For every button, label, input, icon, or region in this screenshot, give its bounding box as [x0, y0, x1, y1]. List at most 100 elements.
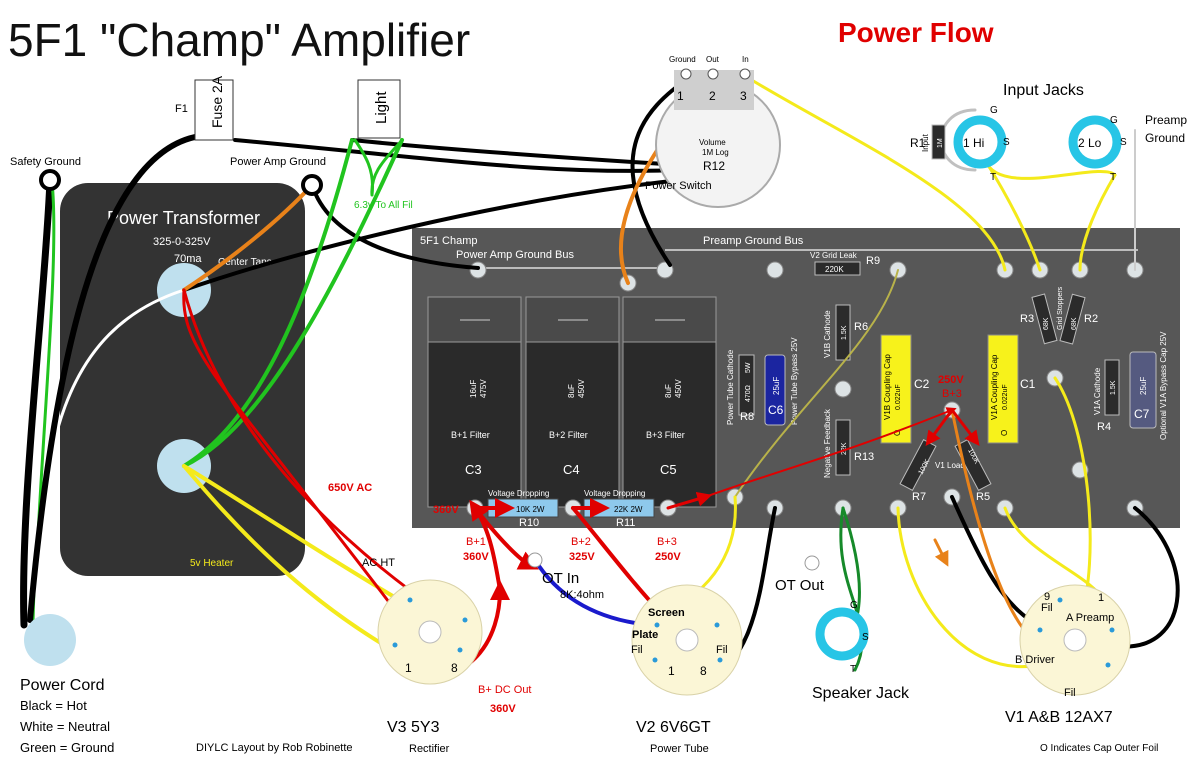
c4-voltage: 450V [577, 379, 586, 398]
v2-role: Power Tube [650, 743, 709, 755]
r8-ref: R8 [740, 411, 754, 423]
power-cord-green: Green = Ground [20, 740, 114, 755]
label-bplus-dc-volts: 360V [490, 703, 516, 715]
c7-ref: C7 [1134, 407, 1150, 421]
r9-ref: R9 [866, 255, 880, 267]
v2-plate-label: Plate [632, 629, 658, 641]
c1-role: V1A Coupling Cap [990, 354, 999, 420]
speaker-jack-t: T [850, 664, 856, 675]
v1-load-label: V1 Load [935, 461, 965, 470]
c2-ref: C2 [914, 377, 930, 391]
pot-ground-label: Ground [669, 55, 696, 64]
c5-voltage: 450V [674, 379, 683, 398]
jack1-g: G [990, 105, 998, 116]
coupling-cap-c1: V1A Coupling Cap 0.022uF O C1 [987, 334, 1036, 444]
ot-in-label: OT In [542, 570, 579, 587]
power-transformer [60, 183, 305, 576]
input-jack-lo-label: 2 Lo [1078, 136, 1102, 150]
grid-stoppers-label: Grid Stoppers [1057, 286, 1064, 330]
power-amp-ground-lug [301, 174, 323, 196]
board-name: 5F1 Champ [420, 235, 477, 247]
input-jack-hi-label: 1 Hi [963, 136, 984, 150]
diagram-title: 5F1 "Champ" Amplifier [8, 14, 470, 66]
v1-pin9: 9 [1044, 591, 1050, 603]
c6-value: 25uF [772, 377, 781, 395]
resistor-r6: 1.5K V1B Cathode R6 [823, 304, 868, 361]
ot-out-terminal [804, 555, 820, 571]
heater-label: 5v Heater [190, 558, 234, 569]
r11-value: 22K 2W [614, 505, 643, 514]
c4-ref: C4 [563, 462, 580, 477]
c6-ref: C6 [768, 403, 784, 417]
v1-fil-bottom: Fil [1064, 687, 1076, 699]
r4-ref: R4 [1097, 421, 1111, 433]
pot-value: 1M Log [702, 148, 729, 157]
power-flow-heading: Power Flow [838, 17, 994, 48]
jack1-t: T [990, 172, 996, 183]
r5-ref: R5 [976, 491, 990, 503]
c5-role: B+3 Filter [646, 430, 685, 440]
r13-ref: R13 [854, 451, 874, 463]
c1-foil-mark: O [1000, 430, 1009, 436]
r4-value: 1.5K [1110, 380, 1117, 395]
r10-value: 10K 2W [516, 505, 545, 514]
v1-pin9-fil: Fil [1041, 602, 1053, 614]
filter-cap-c4: 8uF 450V B+2 Filter C4 [525, 296, 620, 508]
transformer-rating: 325-0-325V [153, 236, 211, 248]
resistor-r9: V2 Grid Leak 220K R9 [810, 251, 880, 276]
jack2-s: S [1120, 137, 1127, 148]
v1-a-label: A Preamp [1066, 612, 1114, 624]
r13-value: 22K [841, 442, 848, 455]
pot-out-label: Out [706, 55, 720, 64]
v2-screen-label: Screen [648, 607, 685, 619]
resistor-r8: 470Ω 5W Power Tube Cathode R8 [726, 349, 755, 425]
speaker-jack-g: G [850, 600, 858, 611]
v3-role: Rectifier [409, 743, 450, 755]
credit: DIYLC Layout by Rob Robinette [196, 742, 353, 754]
power-cord-title: Power Cord [20, 677, 104, 694]
fuse-ref: F1 [175, 103, 188, 115]
c3-role: B+1 Filter [451, 430, 490, 440]
c2-value: 0.022uF [895, 384, 902, 410]
power-cord-white: White = Neutral [20, 719, 110, 734]
input-jack-hi[interactable] [953, 115, 1007, 169]
cap-c7: 25uF C7 Optional V1A Bypass Cap 25V [1129, 331, 1168, 440]
coupling-cap-c2: V1B Coupling Cap 0.022uF O C2 [880, 334, 930, 444]
speaker-jack[interactable] [815, 607, 869, 661]
v2-pin8: 8 [700, 664, 707, 678]
cap-note: O Indicates Cap Outer Foil [1040, 743, 1158, 754]
r8-watt: 5W [745, 362, 752, 373]
r4-role: V1A Cathode [1093, 367, 1102, 415]
pot-in-label: In [742, 55, 749, 64]
speaker-jack-s: S [862, 632, 869, 643]
r7-ref: R7 [912, 491, 926, 503]
label-bplus1-volts: 360V [463, 551, 489, 563]
label-bplus1: B+1 [466, 536, 486, 548]
speaker-jack-title: Speaker Jack [812, 685, 910, 702]
pot-pin1: 1 [677, 89, 684, 103]
power-cord-black: Black = Hot [20, 698, 87, 713]
label-bplus3: B+3 [657, 536, 677, 548]
r8-value: 470Ω [745, 385, 752, 402]
c4-role: B+2 Filter [549, 430, 588, 440]
r1-ref: R1 [910, 136, 926, 150]
voltage-360v-board: 360V [433, 504, 459, 516]
fil-note: 6.3v To All Fil [354, 200, 413, 211]
c4-value: 8uF [567, 384, 576, 398]
light-label: Light [373, 91, 390, 124]
pot-pin3: 3 [740, 89, 747, 103]
resistor-r1 [931, 124, 946, 160]
r2-ref: R2 [1084, 313, 1098, 325]
r11-ref: R11 [616, 517, 635, 529]
r10-ref: R10 [519, 517, 539, 529]
c1-value: 0.022uF [1002, 384, 1009, 410]
safety-ground-label: Safety Ground [10, 156, 81, 168]
v3-title: V3 5Y3 [387, 719, 440, 736]
v3-pin1: 1 [405, 661, 412, 675]
ot-out-label: OT Out [775, 577, 825, 594]
input-jack-lo[interactable] [1068, 115, 1122, 169]
ot-ratio-label: 8K:4ohm [560, 589, 604, 601]
light-leads [353, 138, 404, 197]
power-amp-ground-bus-label: Power Amp Ground Bus [456, 249, 575, 261]
r3-ref: R3 [1020, 313, 1034, 325]
